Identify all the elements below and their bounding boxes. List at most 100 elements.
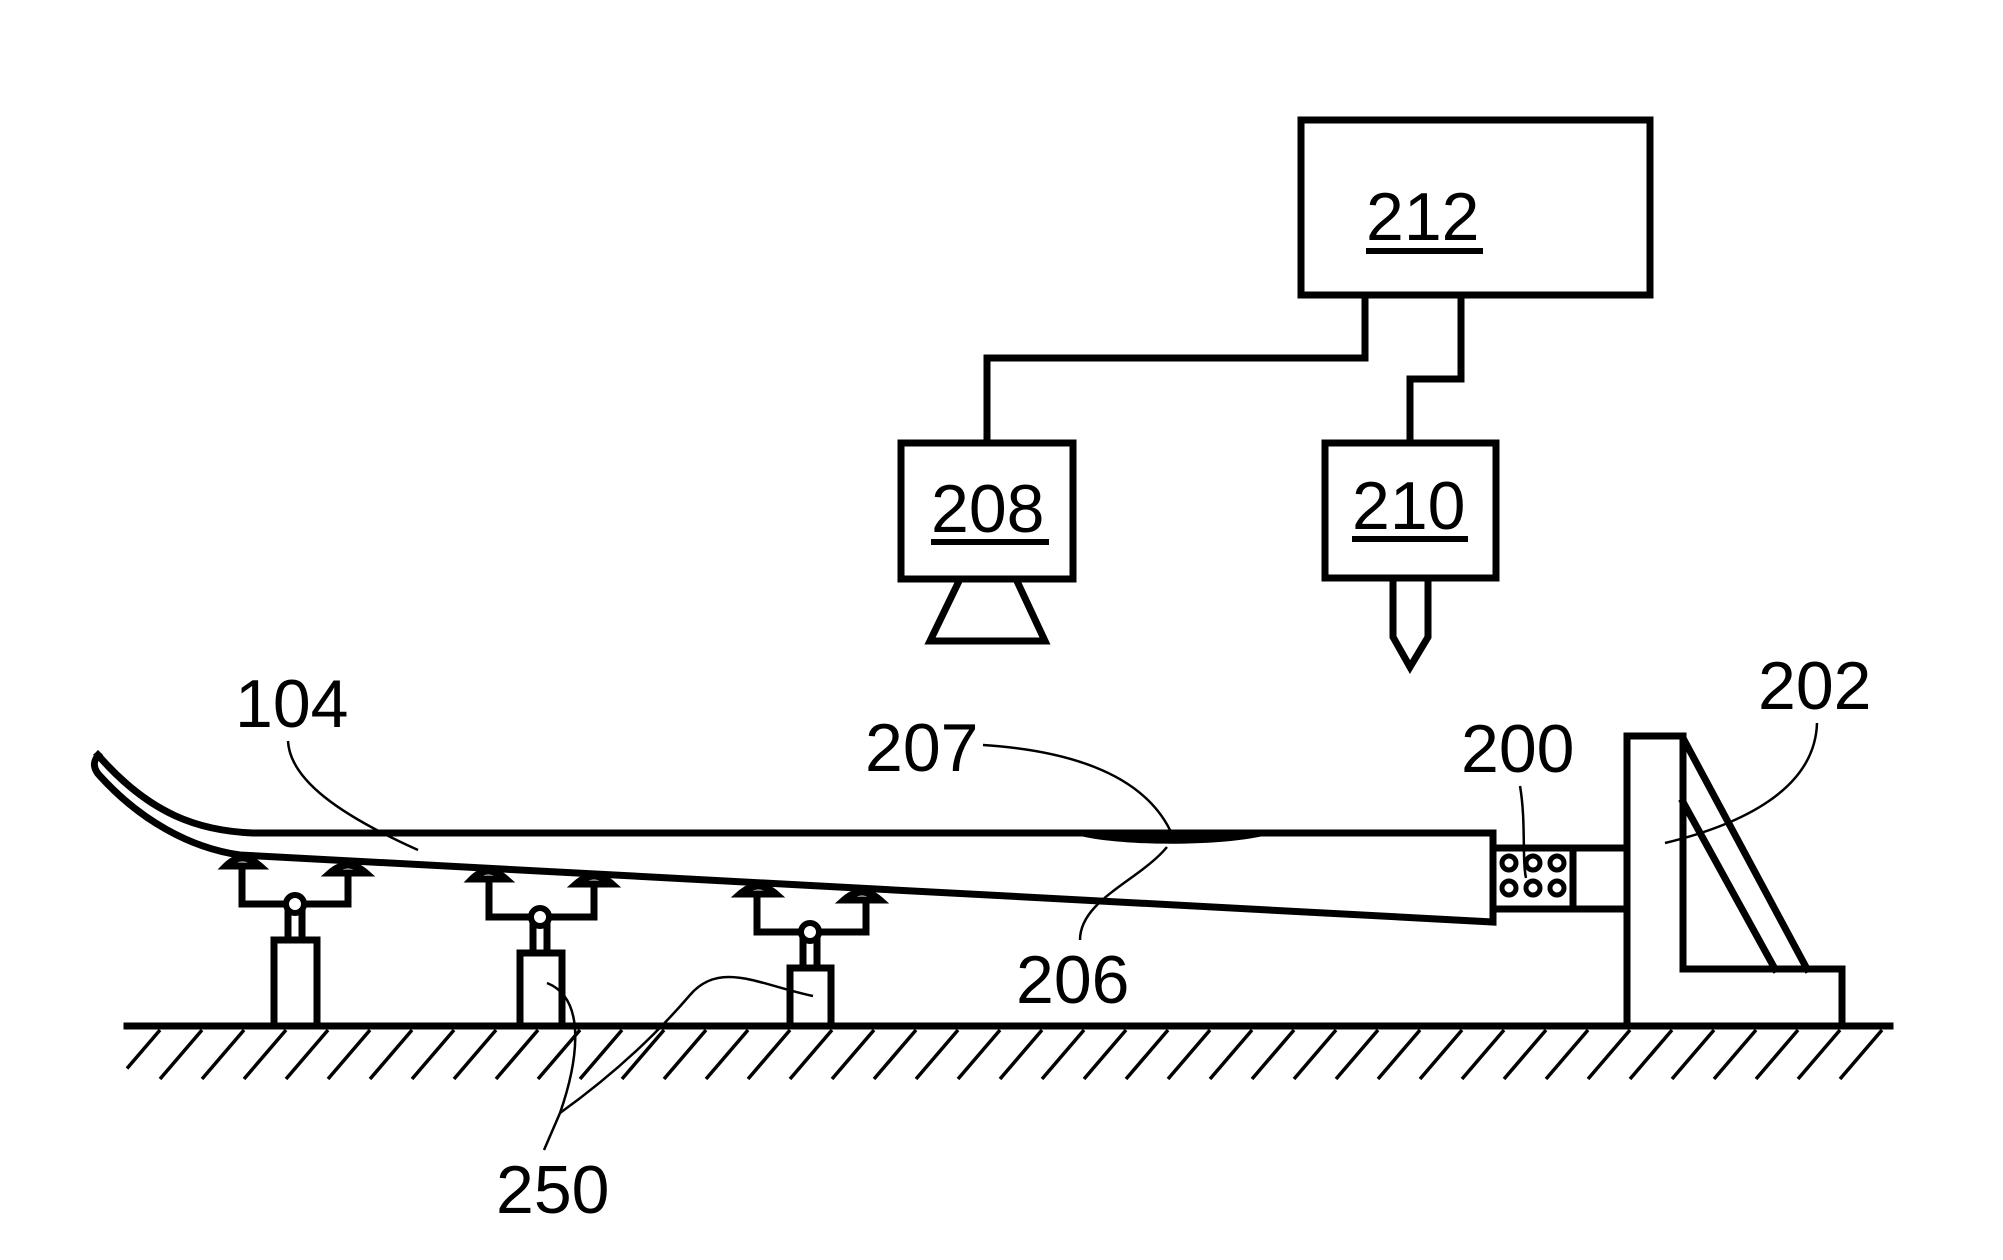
- hatch-line: [1376, 1028, 1422, 1081]
- support-pin: [798, 920, 822, 944]
- hatch-line: [1796, 1028, 1842, 1081]
- surface-feature-label: 207: [865, 710, 978, 786]
- ground-hatching: [125, 1028, 1884, 1081]
- hatch-line: [1670, 1028, 1716, 1081]
- support-pin: [528, 905, 552, 929]
- support-pad: [730, 882, 786, 898]
- support-cylinder: [270, 936, 321, 1030]
- hatch-line: [1712, 1028, 1758, 1081]
- hatch-line: [1754, 1028, 1800, 1081]
- hatch-line: [242, 1028, 288, 1081]
- hatch-line: [746, 1028, 792, 1081]
- support-cylinder: [786, 964, 835, 1030]
- probe-box: [1321, 439, 1500, 582]
- hatch-line: [1208, 1028, 1254, 1081]
- connector-label: 200: [1461, 711, 1574, 787]
- camera-lens-icon: [924, 575, 1051, 645]
- fixture-frame: [1623, 732, 1846, 1030]
- hatch-line: [452, 1028, 498, 1081]
- support-cylinder: [516, 949, 566, 1030]
- defect-label: 206: [1016, 942, 1129, 1018]
- hatch-line: [1250, 1028, 1296, 1081]
- wire-controller-to-probe: [1406, 291, 1465, 447]
- hatch-line: [1628, 1028, 1674, 1081]
- hatch-line: [200, 1028, 246, 1081]
- leader-200: [1518, 785, 1528, 879]
- fixture-strut-inner: [1678, 797, 1780, 974]
- leader-104: [286, 740, 419, 852]
- leader-206: [1078, 846, 1168, 941]
- bolt: [1523, 853, 1543, 873]
- hatch-line: [1544, 1028, 1590, 1081]
- hatch-line: [284, 1028, 330, 1081]
- supports-label: 250: [496, 1152, 609, 1228]
- hatch-line: [1082, 1028, 1128, 1081]
- hatch-line: [1502, 1028, 1548, 1081]
- hatch-line: [1334, 1028, 1380, 1081]
- support-pin: [283, 892, 307, 916]
- hatch-line: [830, 1028, 876, 1081]
- support-pad: [834, 888, 890, 904]
- hatch-line: [1040, 1028, 1086, 1081]
- fixture-202: [1623, 732, 1846, 1030]
- blade-bottom-edge: [90, 750, 1497, 926]
- bolt: [1547, 853, 1567, 873]
- hatch-line: [914, 1028, 960, 1081]
- defect-206-mark: [1073, 834, 1272, 844]
- controller-212: 212: [1297, 116, 1654, 299]
- camera-208: 208: [897, 439, 1077, 645]
- hatch-line: [1292, 1028, 1338, 1081]
- hatch-line: [494, 1028, 540, 1081]
- blade-top-edge: [93, 750, 1497, 837]
- leader-207: [982, 743, 1172, 831]
- hatch-line: [872, 1028, 918, 1081]
- support-3: [730, 882, 890, 1030]
- probe-label: 210: [1352, 468, 1465, 544]
- ground: [123, 1022, 1894, 1081]
- controller-label: 212: [1366, 179, 1479, 255]
- probe-210: 210: [1321, 439, 1500, 674]
- hatch-line: [1586, 1028, 1632, 1081]
- hatch-line: [536, 1028, 582, 1081]
- support-pad: [320, 861, 376, 877]
- support-2: [463, 867, 622, 1030]
- hatch-line: [326, 1028, 372, 1081]
- hatch-line: [368, 1028, 414, 1081]
- hatch-line: [1166, 1028, 1212, 1081]
- support-pad: [463, 867, 516, 883]
- camera-label: 208: [931, 471, 1044, 547]
- wire-controller-to-camera: [983, 291, 1369, 447]
- fixture-label: 202: [1758, 648, 1871, 724]
- leader-250-a: [542, 981, 577, 1151]
- hatch-line: [704, 1028, 750, 1081]
- hatch-line: [1124, 1028, 1170, 1081]
- hatch-line: [410, 1028, 456, 1081]
- support-pad: [217, 854, 270, 870]
- bolt: [1499, 878, 1519, 898]
- support-1: [217, 854, 376, 1030]
- hatch-line: [1838, 1028, 1884, 1081]
- hatch-line: [1460, 1028, 1506, 1081]
- probe-tip-icon: [1389, 574, 1432, 674]
- leader-250-b: [559, 975, 814, 1115]
- blade-label: 104: [235, 666, 348, 742]
- fixture-strut-outer: [1678, 733, 1812, 974]
- hatch-line: [620, 1028, 666, 1081]
- blade-104: [90, 750, 1497, 926]
- hatch-line: [578, 1028, 624, 1081]
- controller-box: [1297, 116, 1654, 299]
- connector-200: [1489, 844, 1631, 913]
- connector-bolts: [1499, 853, 1567, 898]
- hatch-line: [1418, 1028, 1464, 1081]
- bolt: [1499, 853, 1519, 873]
- bolt: [1547, 878, 1567, 898]
- support-pad: [566, 872, 622, 888]
- hatch-line: [998, 1028, 1044, 1081]
- hatch-line: [788, 1028, 834, 1081]
- bolt: [1523, 878, 1543, 898]
- hatch-line: [158, 1028, 204, 1081]
- hatch-line: [956, 1028, 1002, 1081]
- hatch-line: [662, 1028, 708, 1081]
- hatch-line: [125, 1028, 162, 1070]
